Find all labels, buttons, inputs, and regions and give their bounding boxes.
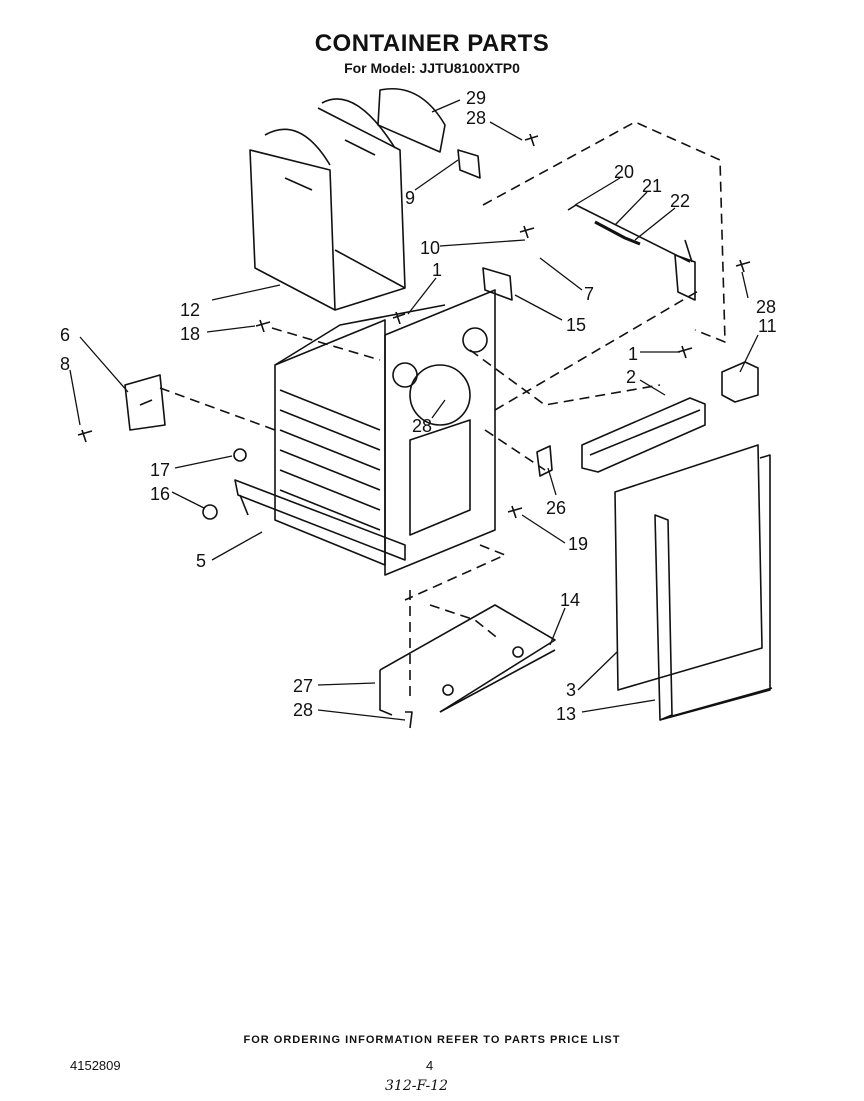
callout-14: 14 bbox=[560, 590, 580, 610]
ordering-info-note: FOR ORDERING INFORMATION REFER TO PARTS … bbox=[243, 1034, 621, 1046]
part-13-door-frame bbox=[654, 454, 773, 721]
part-28-screw-right bbox=[735, 259, 751, 273]
part-7-screw bbox=[519, 225, 535, 239]
part-8-screw bbox=[77, 429, 93, 443]
callout-12: 12 bbox=[180, 300, 200, 320]
callout-16: 16 bbox=[150, 484, 170, 504]
upper-frame-outline bbox=[482, 121, 726, 343]
part-5-strip bbox=[234, 479, 406, 561]
part-19-screw bbox=[507, 505, 523, 519]
part-9-bracket bbox=[457, 149, 481, 179]
callout-1-upper: 1 bbox=[432, 260, 442, 280]
callout-9: 9 bbox=[405, 188, 415, 208]
callout-26: 26 bbox=[546, 498, 566, 518]
leader-lines bbox=[69, 99, 759, 721]
callout-17: 17 bbox=[150, 460, 170, 480]
callout-21: 21 bbox=[642, 176, 662, 196]
part-18-screw bbox=[255, 319, 271, 333]
callout-29: 29 bbox=[466, 88, 486, 108]
callout-3: 3 bbox=[566, 680, 576, 700]
part-6-plate bbox=[124, 374, 166, 431]
callout-18: 18 bbox=[180, 324, 200, 344]
part-26-clip bbox=[536, 445, 553, 477]
page-number: 4 bbox=[426, 1058, 434, 1073]
callout-27: 27 bbox=[293, 676, 313, 696]
callout-11: 11 bbox=[758, 316, 777, 336]
callout-28-top: 28 bbox=[466, 108, 486, 128]
callout-labels: 29 28 20 21 22 9 10 1 7 28 11 12 15 6 18… bbox=[60, 88, 777, 724]
callout-22: 22 bbox=[670, 191, 690, 211]
callout-6: 6 bbox=[60, 325, 70, 345]
part-14-tray bbox=[379, 604, 556, 716]
part-28-screw-top bbox=[524, 133, 539, 147]
handwritten-note: 312-F-12 bbox=[385, 1078, 449, 1094]
callout-13: 13 bbox=[556, 704, 576, 724]
callout-15: 15 bbox=[566, 315, 586, 335]
part-28-screw-bottom bbox=[405, 711, 413, 729]
callout-7: 7 bbox=[584, 284, 594, 304]
callout-10: 10 bbox=[420, 238, 440, 258]
part-11-hinge bbox=[721, 361, 759, 403]
part-17-nut bbox=[233, 448, 247, 462]
part-12-bags bbox=[249, 98, 406, 311]
central-cabinet bbox=[274, 289, 496, 576]
part-2-rail bbox=[581, 397, 706, 473]
callout-20: 20 bbox=[614, 162, 634, 182]
callout-2: 2 bbox=[626, 367, 636, 387]
part-15-latch bbox=[482, 267, 513, 301]
callout-28-center: 28 bbox=[412, 416, 432, 436]
part-29-liner bbox=[377, 88, 446, 153]
document-number: 4152809 bbox=[70, 1058, 121, 1073]
model-subtitle: For Model: JJTU8100XTP0 bbox=[344, 60, 520, 76]
callout-5: 5 bbox=[196, 551, 206, 571]
page-title: CONTAINER PARTS bbox=[314, 30, 550, 57]
callout-28-bottom: 28 bbox=[293, 700, 313, 720]
callout-19: 19 bbox=[568, 534, 588, 554]
part-16-fastener bbox=[202, 504, 218, 520]
part-1-screw-right bbox=[677, 345, 693, 359]
callout-8: 8 bbox=[60, 354, 70, 374]
part-1-screw-upper bbox=[392, 311, 406, 325]
callout-28-right: 28 bbox=[756, 297, 776, 317]
part-3-door-panel bbox=[614, 444, 763, 691]
callout-1-right: 1 bbox=[628, 344, 638, 364]
assembly-guide-lines bbox=[159, 289, 701, 700]
